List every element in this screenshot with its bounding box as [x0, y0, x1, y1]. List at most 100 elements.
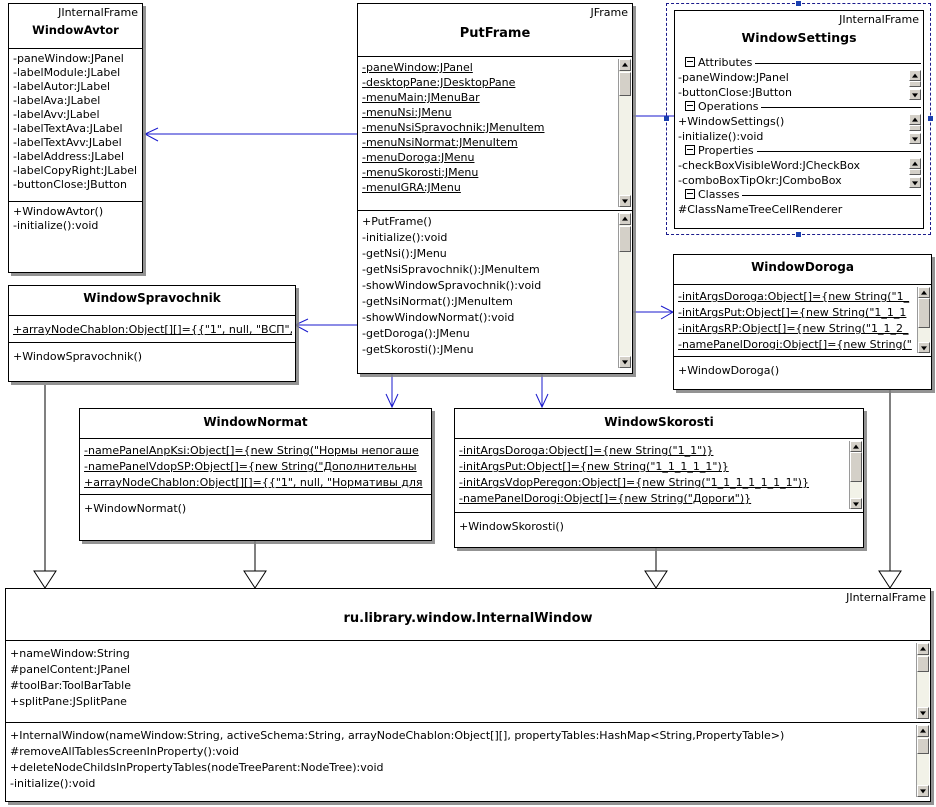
operations-scrollbar[interactable]: [909, 114, 922, 144]
operation-item: -initialize():void: [13, 219, 99, 232]
scroll-down-button[interactable]: [909, 133, 921, 144]
class-box-putframe[interactable]: JFrame PutFrame -paneWindow:JPanel -desk…: [357, 3, 633, 374]
scroll-up-button[interactable]: [909, 70, 921, 81]
properties-compartment: -checkBoxVisibleWord:JCheckBox -comboBox…: [675, 158, 923, 188]
scroll-down-button[interactable]: [619, 356, 631, 368]
scrollbar-thumb[interactable]: [909, 125, 921, 131]
dependency-putframe-windowdoroga: [633, 305, 675, 320]
attributes-scrollbar[interactable]: [909, 70, 922, 100]
collapse-icon[interactable]: [685, 189, 695, 199]
attributes-compartment: +nameWindow:String #panelContent:JPanel …: [6, 641, 930, 723]
attributes-scrollbar[interactable]: [917, 287, 930, 353]
attributes-scrollbar[interactable]: [916, 643, 929, 719]
group-header-properties[interactable]: Properties: [675, 144, 923, 158]
operations-compartment: +WindowDoroga(): [674, 357, 931, 381]
scroll-down-button[interactable]: [917, 707, 929, 719]
operations-scrollbar[interactable]: [618, 213, 631, 368]
scrollbar-thumb[interactable]: [918, 298, 930, 328]
class-box-windowdoroga[interactable]: WindowDoroga -initArgsDoroga:Object[]={n…: [673, 254, 932, 390]
scroll-down-button[interactable]: [909, 177, 921, 188]
group-label: Properties: [677, 144, 757, 158]
attribute-item: -paneWindow:JPanel: [678, 71, 789, 84]
class-box-internalwindow[interactable]: JInternalFrame ru.library.window.Interna…: [5, 588, 931, 802]
operation-item: +deleteNodeChildsInPropertyTables(nodeTr…: [10, 761, 384, 774]
attributes-compartment: -initArgsDoroga:Object[]={new String("1_…: [674, 285, 931, 357]
attribute-item: -namePanelDorogi:Object[]={new String(": [678, 338, 912, 351]
operation-item: -getNsiSpravochnik():JMenuItem: [362, 263, 540, 276]
class-name: WindowSettings: [741, 30, 857, 45]
scroll-down-button[interactable]: [917, 785, 929, 797]
selection-frame-windowsettings: [664, 1, 933, 237]
scrollbar-thumb[interactable]: [850, 452, 862, 482]
collapse-icon[interactable]: [685, 57, 695, 67]
class-name: WindowAvtor: [32, 23, 119, 37]
class-box-windowsettings[interactable]: JInternalFrame WindowSettings Attributes…: [674, 10, 924, 229]
scrollbar-thumb[interactable]: [909, 81, 921, 87]
group-header-attributes[interactable]: Attributes: [675, 56, 923, 70]
attribute-item: +splitPane:JSplitPane: [10, 695, 127, 708]
group-header-classes[interactable]: Classes: [675, 188, 923, 202]
group-divider-line: [677, 151, 921, 152]
attribute-item: -namePanelAnpKsi:Object[]={new String("Н…: [84, 444, 419, 457]
scroll-up-button[interactable]: [917, 643, 929, 655]
scrollbar-thumb[interactable]: [917, 656, 929, 672]
operation-item: +WindowSpravochnik(): [13, 350, 143, 363]
attribute-item: -labelCopyRight:JLabel: [13, 164, 138, 177]
scrollbar-thumb[interactable]: [619, 226, 631, 252]
group-divider-line: [677, 63, 921, 64]
scroll-up-button[interactable]: [850, 441, 862, 452]
property-item: -checkBoxVisibleWord:JCheckBox: [678, 159, 861, 172]
class-box-windowavtor[interactable]: JInternalFrame WindowAvtor -paneWindow:J…: [8, 3, 143, 273]
collapse-icon[interactable]: [685, 145, 695, 155]
attribute-item: #toolBar:ToolBarTable: [10, 679, 131, 692]
attribute-item: -initArgsPut:Object[]={new String("1_1_1: [678, 306, 907, 319]
operation-item: +WindowSkorosti(): [459, 520, 564, 533]
generalization-windownormat-internalwindow: [243, 541, 267, 589]
attributes-scrollbar[interactable]: [849, 441, 862, 509]
scroll-down-button[interactable]: [619, 195, 631, 207]
operation-item: -getNsi():JMenu: [362, 247, 447, 260]
operation-item: -initialize():void: [362, 231, 448, 244]
attribute-item: -buttonClose:JButton: [13, 178, 128, 191]
class-box-windowskorosti[interactable]: WindowSkorosti -initArgsDoroga:Object[]=…: [454, 408, 864, 548]
class-name: PutFrame: [459, 26, 531, 41]
operations-compartment: +InternalWindow(nameWindow:String, activ…: [6, 723, 930, 797]
scroll-down-button[interactable]: [850, 498, 862, 509]
class-box-windownormat[interactable]: WindowNormat -namePanelAnpKsi:Object[]={…: [79, 408, 432, 541]
dependency-putframe-windownormat: [385, 374, 399, 409]
group-header-operations[interactable]: Operations: [675, 100, 923, 114]
operation-item: +WindowNormat(): [84, 502, 187, 515]
attribute-item: -menuNsiNormat:JMenuItem: [362, 136, 518, 149]
group-divider-line: [677, 107, 921, 108]
attribute-item: -menuNsi:JMenu: [362, 106, 452, 119]
scroll-up-button[interactable]: [909, 158, 921, 169]
properties-scrollbar[interactable]: [909, 158, 922, 188]
operations-scrollbar[interactable]: [916, 725, 929, 797]
scroll-down-button[interactable]: [918, 342, 930, 353]
resize-handle-right[interactable]: [928, 116, 933, 121]
operation-item: +PutFrame(): [362, 215, 432, 228]
operations-compartment: +PutFrame() -initialize():void -getNsi()…: [358, 211, 632, 373]
scroll-up-button[interactable]: [918, 287, 930, 298]
scrollbar-thumb[interactable]: [909, 169, 921, 175]
scroll-up-button[interactable]: [619, 213, 631, 225]
scroll-up-button[interactable]: [917, 725, 929, 737]
resize-handle-top[interactable]: [795, 1, 801, 6]
scrollbar-thumb[interactable]: [619, 72, 631, 96]
scroll-up-button[interactable]: [909, 114, 921, 125]
resize-handle-bottom[interactable]: [795, 232, 801, 237]
collapse-icon[interactable]: [685, 101, 695, 111]
operation-item: -getDoroga():JMenu: [362, 327, 470, 340]
class-box-windowspravochnik[interactable]: WindowSpravochnik +arrayNodeChablon:Obje…: [8, 285, 296, 382]
scrollbar-thumb[interactable]: [917, 738, 929, 754]
operations-compartment: +WindowAvtor() -initialize():void: [9, 202, 142, 236]
scroll-up-button[interactable]: [619, 59, 631, 71]
attributes-scrollbar[interactable]: [618, 59, 631, 207]
stereotype-label: JInternalFrame: [58, 6, 138, 19]
scroll-down-button[interactable]: [909, 89, 921, 100]
dependency-putframe-windowavtor: [143, 127, 357, 142]
class-header: JInternalFrame ru.library.window.Interna…: [6, 589, 930, 641]
resize-handle-left[interactable]: [664, 116, 669, 121]
attribute-item: -menuNsiSpravochnik:JMenuItem: [362, 121, 545, 134]
attributes-compartment: +arrayNodeChablon:Object[][]={{"1", null…: [9, 316, 295, 343]
